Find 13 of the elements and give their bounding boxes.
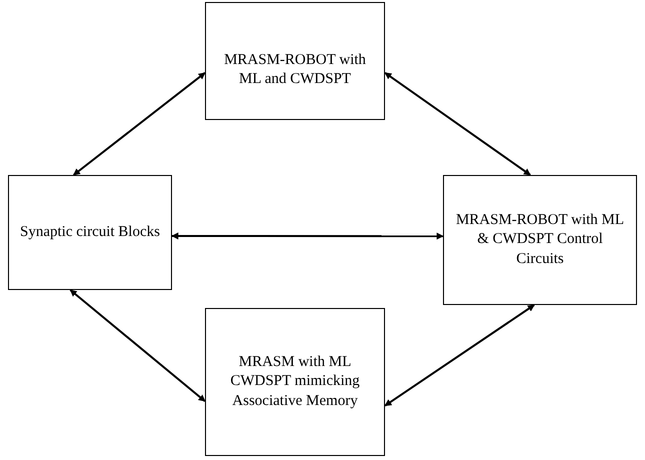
process-box [8,175,172,290]
double-arrow [171,232,444,240]
process-box [443,175,637,305]
double-arrow [384,72,531,176]
box-label: MRASM-ROBOT with ML & CWDSPT Control Circuits [454,210,626,269]
double-arrow [70,289,206,402]
box-label: MRASM-ROBOT with ML and CWDSPT [223,50,367,89]
process-box [205,308,385,456]
box-label: MRASM with ML CWDSPT mimicking Associative Memory [229,352,361,411]
box-label: Synaptic circuit Blocks [20,222,160,242]
double-arrow [384,304,535,406]
process-box [205,2,385,120]
double-arrow [72,72,206,176]
